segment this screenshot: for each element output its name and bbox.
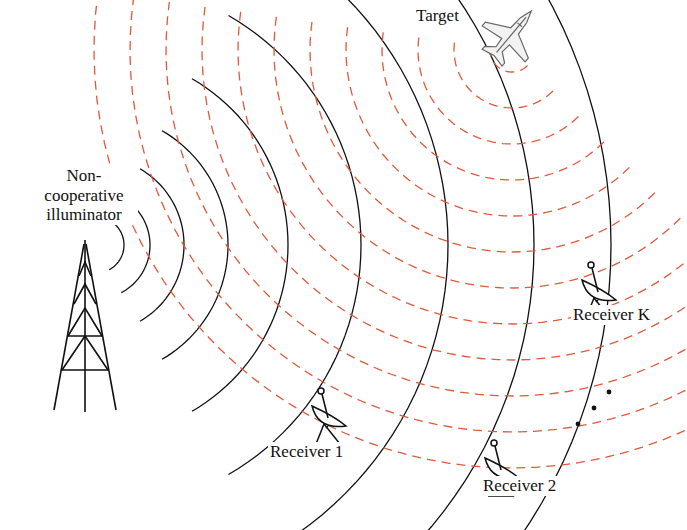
- target-aircraft: [471, 0, 553, 76]
- tower-symbol: [54, 240, 116, 412]
- wavefront-arc: [140, 169, 184, 321]
- ellipsis-dots: [576, 390, 612, 427]
- wavefront-arc: [354, 0, 612, 530]
- label: Non-cooperative illuminator: [30, 166, 138, 225]
- echo-arc: [238, 12, 687, 324]
- label: Target: [414, 6, 461, 26]
- echo-arc: [94, 0, 687, 468]
- illuminator-waves: [109, 0, 611, 530]
- echo-arc: [166, 2, 687, 396]
- wavefront-arc: [192, 79, 288, 412]
- receiver-dishes: [312, 262, 616, 496]
- echo-arc: [346, 27, 629, 216]
- receiver-dish: [312, 388, 346, 444]
- label: Receiver 1: [268, 442, 345, 462]
- label: Receiver K: [571, 305, 652, 325]
- echo-arc: [130, 0, 687, 432]
- label: Receiver 2: [481, 476, 558, 496]
- wavefront-arc: [109, 220, 124, 269]
- echo-arc: [202, 7, 687, 360]
- echo-waves: [94, 0, 687, 468]
- wavefront-arc: [162, 131, 228, 360]
- echo-arc: [310, 22, 655, 252]
- wavefront-arc: [315, 0, 534, 530]
- wavefront-arc: [229, 16, 362, 475]
- echo-arc: [454, 42, 553, 108]
- echo-arc: [274, 17, 680, 288]
